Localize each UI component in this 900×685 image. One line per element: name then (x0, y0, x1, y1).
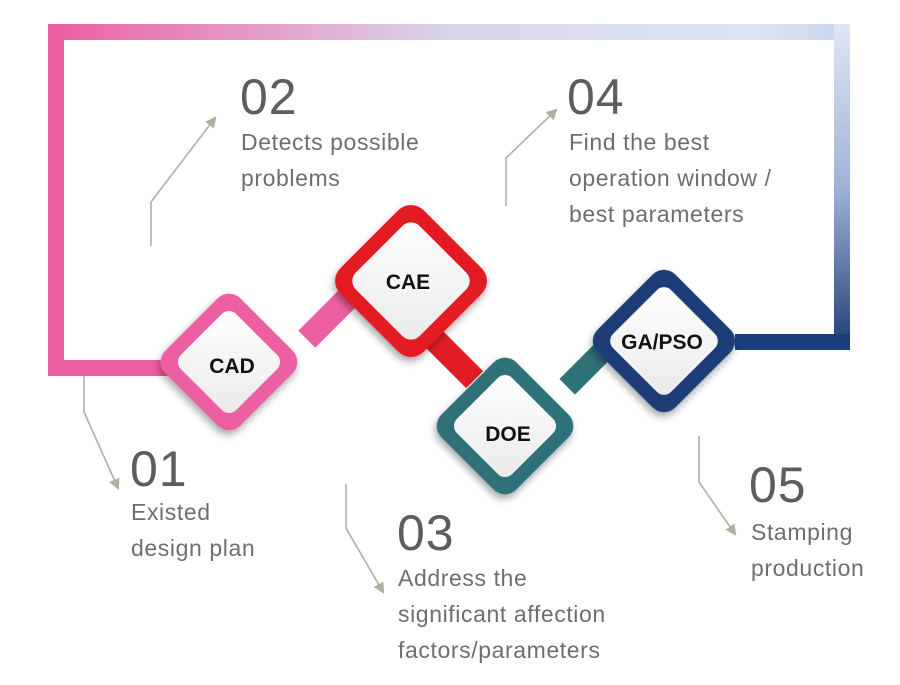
step-number-02: 02 (240, 69, 298, 125)
step-03-line-3: factors/parameters (398, 637, 601, 663)
step-04-line-3: best parameters (569, 201, 745, 227)
step-description-05: Stamping production (751, 514, 864, 586)
step-description-03: Address the significant affection factor… (398, 560, 606, 668)
frame-path (48, 24, 850, 376)
step-01-line-2: design plan (131, 535, 256, 561)
arrow-03 (345, 484, 385, 594)
node-doe: DOE (436, 357, 574, 495)
step-03-line-1: Address the (398, 565, 528, 591)
step-02-line-1: Detects possible (241, 129, 420, 155)
step-description-02: Detects possible problems (241, 124, 419, 196)
node-label-cad: CAD (209, 355, 255, 378)
step-02-line-2: problems (241, 165, 341, 191)
step-number-05: 05 (749, 457, 807, 513)
node-cad: CAD (160, 293, 298, 431)
arrow-02 (150, 116, 217, 246)
node-cae: CAE (335, 205, 487, 357)
step-number-01: 01 (130, 441, 188, 497)
node-label-ga-pso: GA/PSO (621, 331, 703, 354)
node-label-cae: CAE (386, 271, 430, 294)
node-ga-pso: GA/PSO (592, 269, 736, 413)
step-05-line-1: Stamping (751, 519, 853, 545)
step-04-line-2: operation window / (569, 165, 772, 191)
step-number-03: 03 (397, 505, 455, 561)
step-description-04: Find the best operation window / best pa… (569, 124, 772, 232)
arrow-05 (698, 436, 737, 536)
node-label-doe: DOE (485, 423, 531, 446)
arrow-01 (83, 376, 120, 491)
step-number-04: 04 (567, 69, 625, 125)
leader-arrows (83, 108, 737, 594)
step-01-line-1: Existed (131, 499, 211, 525)
step-description-01: Existed design plan (131, 494, 255, 566)
step-03-line-2: significant affection (398, 601, 606, 627)
step-04-line-1: Find the best (569, 129, 710, 155)
step-05-line-2: production (751, 555, 865, 581)
arrow-04 (505, 108, 558, 206)
